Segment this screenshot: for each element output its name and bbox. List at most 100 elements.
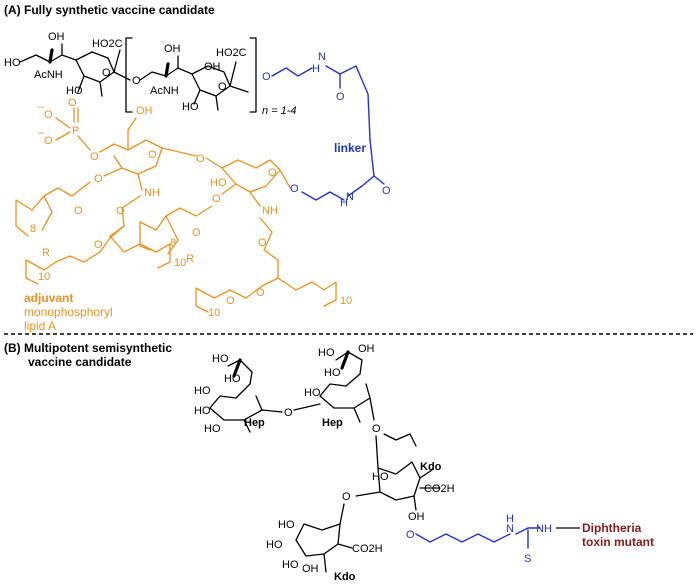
- panel-a-header: (A) Fully synthetic vaccine candidate: [4, 3, 215, 17]
- repeat-bracket-right: [249, 37, 257, 113]
- atom-label: O: [196, 153, 205, 165]
- atom-label: O: [74, 205, 83, 217]
- atom-label: O: [44, 135, 53, 147]
- atom-label: HO: [210, 177, 227, 189]
- atom-label: HO: [194, 385, 211, 397]
- atom-label: HO: [224, 373, 241, 385]
- atom-label: O: [212, 193, 221, 205]
- linker-top: O H N O linker O H N O: [262, 51, 391, 209]
- atom-label: N: [506, 523, 514, 535]
- atom-label: O: [102, 67, 111, 79]
- atom-label: O: [284, 407, 293, 419]
- atom-label: CO2H: [352, 543, 383, 555]
- atom-label: HO: [278, 519, 295, 531]
- atom-label: N: [318, 51, 326, 63]
- lps-core-oligosaccharide: HO HO HO HO HO Hep O HO OH HO HO Hep O H…: [194, 343, 455, 583]
- atom-label: O: [94, 173, 103, 185]
- atom-label: O: [116, 205, 125, 217]
- panel-b-header-line-2: vaccine candidate: [28, 355, 132, 369]
- atom-label: NH: [536, 523, 552, 535]
- hep-label-1: Hep: [244, 417, 265, 429]
- atom-label: CO2H: [424, 483, 455, 495]
- repeat-count: n = 1-4: [262, 105, 297, 117]
- atom-label: R: [42, 247, 50, 259]
- atom-label: 10: [340, 295, 352, 307]
- atom-label: OH: [408, 511, 425, 523]
- atom-label: HO: [324, 367, 341, 379]
- atom-label: OH: [164, 43, 181, 55]
- atom-label: HO: [66, 85, 83, 97]
- atom-label: O: [94, 239, 103, 251]
- atom-label: O: [258, 237, 267, 249]
- atom-label: O: [406, 529, 415, 541]
- atom-label: NH: [262, 205, 278, 217]
- atom-label: O: [148, 149, 157, 161]
- atom-label: OH: [358, 343, 375, 355]
- repeat-bracket-left: [125, 37, 133, 113]
- atom-label: 10: [38, 271, 50, 283]
- atom-label: HO2C: [216, 47, 247, 59]
- atom-label: HO: [282, 559, 299, 571]
- atom-label: HO: [4, 57, 21, 69]
- atom-label: O: [256, 287, 265, 299]
- sialic-acid-repeat-unit: OH AcNH HO HO2C O OH: [139, 43, 249, 113]
- atom-label: O: [268, 167, 277, 179]
- atom-label: O: [44, 109, 53, 121]
- atom-label: 10: [174, 257, 186, 269]
- atom-label: O: [192, 227, 201, 239]
- atom-label: O: [132, 75, 141, 87]
- atom-label: R: [186, 253, 194, 265]
- sialic-acid-terminal-unit: HO OH AcNH HO HO2C O O: [4, 31, 141, 97]
- atom-label: –: [38, 101, 45, 113]
- kdo-label-1: Kdo: [420, 461, 442, 473]
- atom-label: AcNH: [150, 85, 179, 97]
- atom-label: O: [342, 491, 351, 503]
- atom-label: HO: [212, 353, 229, 365]
- atom-label: 10: [208, 307, 220, 319]
- kdo-label-2: Kdo: [334, 571, 356, 583]
- atom-label: HO: [304, 387, 321, 399]
- carrier-protein-line-2: toxin mutant: [582, 535, 654, 549]
- atom-label: O: [262, 71, 271, 83]
- panel-b-header-line-1: (B) Multipotent semisynthetic: [4, 341, 172, 355]
- atom-label: O: [68, 97, 77, 109]
- atom-label: 8: [170, 237, 176, 249]
- atom-label: OH: [204, 61, 221, 73]
- atom-label: O: [382, 185, 391, 197]
- atom-label: –: [38, 127, 45, 139]
- atom-label: H: [312, 63, 320, 75]
- atom-label: HO2C: [92, 38, 123, 50]
- adjuvant-label: adjuvant: [24, 291, 73, 305]
- atom-label: HO: [266, 539, 283, 551]
- atom-label: O: [372, 423, 381, 435]
- atom-label: O: [336, 91, 345, 103]
- adjuvant-description-line-2: lipid A: [24, 319, 56, 333]
- adjuvant-description-line-1: monophosphoryl: [24, 305, 113, 319]
- linker-bottom: O H N S NH Diphtheria toxin mutant: [406, 513, 654, 565]
- atom-label: O: [90, 151, 99, 163]
- atom-label: HO: [182, 101, 199, 113]
- atom-label: OH: [48, 31, 65, 43]
- atom-label: HO: [194, 405, 211, 417]
- lipid-a-adjuvant: – O – O O P O OH O O O NH O HO O NH O: [15, 97, 352, 319]
- carrier-protein-line-1: Diphtheria: [582, 521, 642, 535]
- atom-label: N: [346, 191, 354, 203]
- atom-label: HO: [372, 471, 389, 483]
- hep-label-2: Hep: [322, 417, 343, 429]
- atom-label: 8: [30, 223, 36, 235]
- atom-label: P: [72, 125, 79, 137]
- atom-label: HO: [204, 423, 221, 435]
- atom-label: O: [226, 295, 235, 307]
- atom-label: OH: [136, 105, 153, 117]
- atom-label: O: [290, 183, 299, 195]
- linker-label: linker: [334, 141, 366, 155]
- atom-label: HO: [318, 347, 335, 359]
- atom-label: O: [218, 81, 227, 93]
- atom-label: NH: [144, 187, 160, 199]
- atom-label: OH: [302, 563, 319, 575]
- atom-label: S: [524, 553, 531, 565]
- atom-label: H: [340, 197, 348, 209]
- atom-label: AcNH: [34, 69, 63, 81]
